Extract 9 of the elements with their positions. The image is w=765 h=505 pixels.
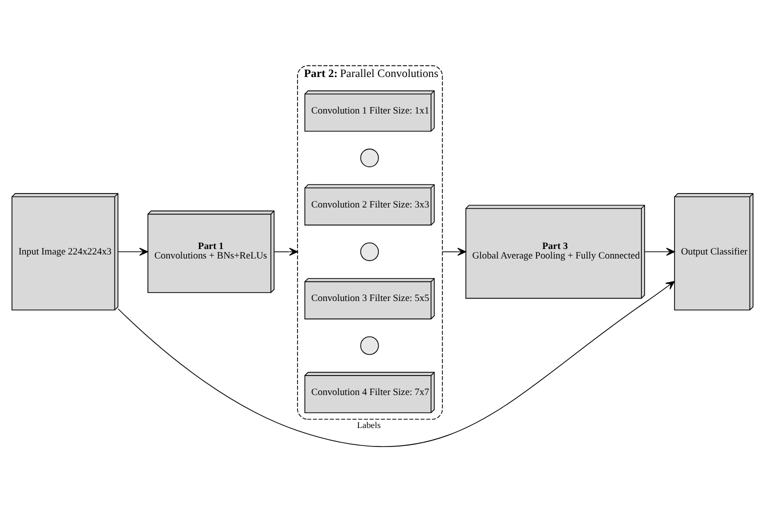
edge-label: Labels — [357, 419, 381, 430]
arrow — [274, 247, 298, 256]
node-circle — [360, 336, 379, 354]
arrow — [442, 247, 466, 256]
arrow — [118, 247, 148, 256]
arrow — [118, 280, 675, 446]
node-circle — [360, 148, 379, 167]
arrow — [644, 247, 675, 256]
node-circle — [360, 242, 379, 261]
